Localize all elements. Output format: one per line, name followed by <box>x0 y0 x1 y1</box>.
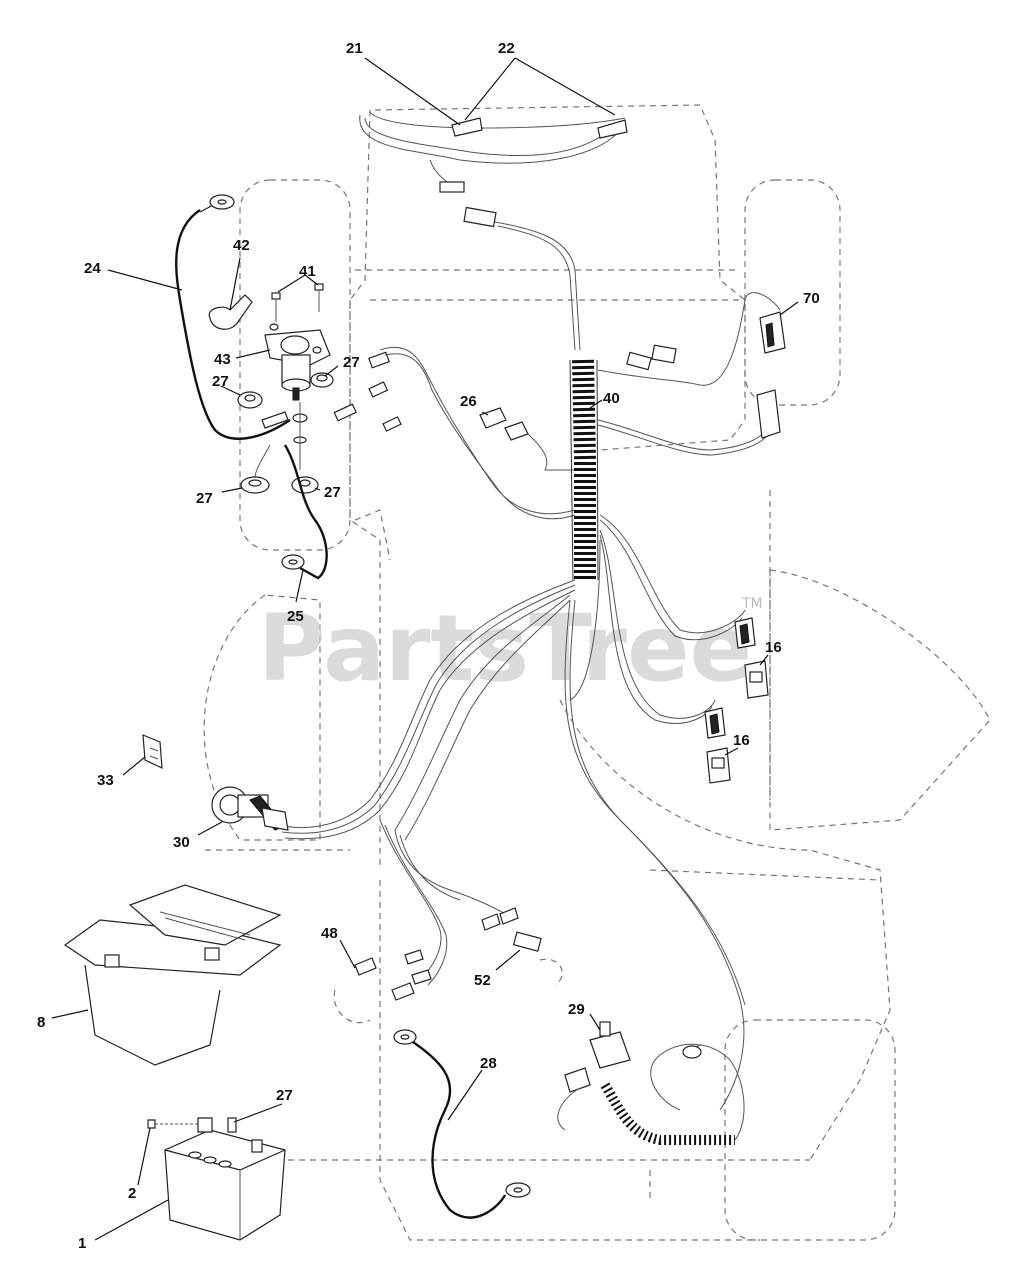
nut-27-battery <box>227 1117 237 1133</box>
callout-22: 22 <box>498 40 515 57</box>
switch-29 <box>564 1021 631 1093</box>
connector-22 <box>597 119 628 139</box>
callout-8: 8 <box>37 1014 45 1031</box>
ring-terminal-28-top <box>393 1029 417 1045</box>
nut-27-c <box>240 476 270 494</box>
top-harness <box>359 111 628 351</box>
boot-42 <box>208 294 253 330</box>
cable-27-link <box>254 444 271 479</box>
callout-24: 24 <box>84 260 101 277</box>
callout-28: 28 <box>480 1055 497 1072</box>
ring-terminal-24 <box>199 194 235 213</box>
watermark-text: PartsTree <box>258 595 752 702</box>
cable-28 <box>409 1039 507 1219</box>
bracket-33 <box>142 734 163 769</box>
cable-25 <box>283 444 328 580</box>
nut-27-a <box>237 391 263 409</box>
callout-30: 30 <box>173 834 190 851</box>
main-harness <box>279 579 746 1111</box>
callout-40: 40 <box>603 390 620 407</box>
frame-ghost-outline <box>200 104 991 1241</box>
callout-42: 42 <box>233 237 250 254</box>
callout-27-d: 27 <box>324 484 341 501</box>
solenoid-43 <box>264 323 331 401</box>
ground-cable-24 <box>175 209 291 440</box>
screws-41 <box>271 283 324 322</box>
callout-16-b: 16 <box>733 732 750 749</box>
callout-25: 25 <box>287 608 304 625</box>
battery-1 <box>164 1129 286 1241</box>
connector-plug-top <box>439 181 465 193</box>
right-harness <box>569 292 781 724</box>
connectors-48-52 <box>333 907 563 1024</box>
callout-27-a: 27 <box>212 373 229 390</box>
callout-70: 70 <box>803 290 820 307</box>
small-connectors <box>333 346 576 520</box>
callout-16-a: 16 <box>765 639 782 656</box>
fuse-26 <box>479 407 575 471</box>
callout-48: 48 <box>321 925 338 942</box>
key-switch-30 <box>211 786 289 831</box>
callout-labels: 21 22 24 42 41 43 27 27 70 26 40 27 27 2… <box>37 40 820 1252</box>
bolt-2 <box>147 1117 213 1133</box>
callout-2: 2 <box>128 1185 136 1202</box>
nut-27-d <box>291 476 319 494</box>
callout-26: 26 <box>460 393 477 410</box>
callout-1: 1 <box>78 1235 86 1252</box>
callout-27-c: 27 <box>196 490 213 507</box>
ring-terminal-25 <box>281 554 305 570</box>
connector-plug-mid <box>463 206 497 228</box>
conduit-40 <box>569 359 599 581</box>
callout-33: 33 <box>97 772 114 789</box>
connector-16-lower <box>704 707 731 784</box>
callout-41: 41 <box>299 263 316 280</box>
washers-stack <box>261 402 308 470</box>
callout-27-b: 27 <box>343 354 360 371</box>
nut-27-b <box>310 372 334 388</box>
callout-27-e: 27 <box>276 1087 293 1104</box>
connector-70 <box>759 311 786 354</box>
watermark-trademark: TM <box>741 596 763 612</box>
callout-43: 43 <box>214 351 231 368</box>
callout-29: 29 <box>568 1001 585 1018</box>
connector-21 <box>451 117 483 137</box>
ring-terminal-28-bottom <box>505 1182 531 1198</box>
connector-16-upper <box>734 617 769 699</box>
callout-52: 52 <box>474 972 491 989</box>
leader-lines <box>51 57 799 1241</box>
watermark: PartsTree TM <box>258 595 763 702</box>
battery-box-8 <box>63 884 282 1066</box>
coiled-cord <box>557 1043 745 1145</box>
callout-21: 21 <box>346 40 363 57</box>
